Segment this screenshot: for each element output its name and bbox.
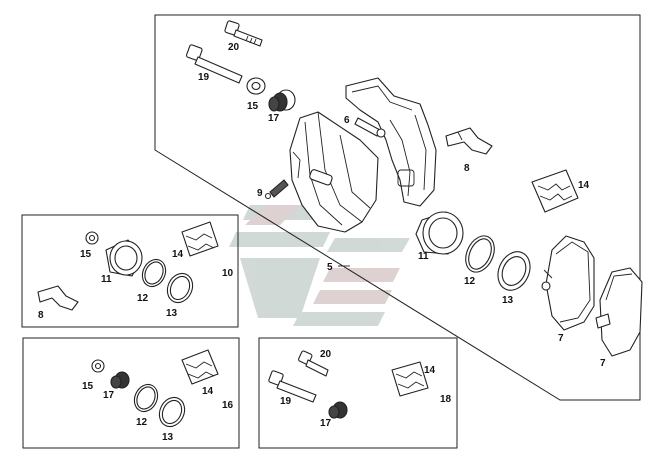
callout-14: 14 (424, 365, 436, 376)
seal-12-part (465, 235, 495, 273)
callout-15: 15 (80, 249, 92, 260)
callout-5: 5 (327, 262, 333, 273)
callout-13: 13 (166, 308, 178, 319)
callout-14: 14 (578, 180, 590, 191)
kit-box-18 (258, 337, 458, 449)
callout-11: 11 (418, 251, 429, 262)
callout-15: 15 (82, 381, 94, 392)
bolt-20-part (224, 20, 263, 47)
leader-lines (338, 265, 553, 279)
main-assembly-frame (154, 14, 641, 401)
kit16-washer-15-part (91, 359, 105, 373)
bolt-6-part (354, 117, 386, 138)
callout-13: 13 (162, 432, 174, 443)
callout-7: 7 (558, 333, 564, 344)
bleeder-9-part (264, 179, 289, 200)
callout-8: 8 (464, 163, 470, 174)
callout-18: 18 (440, 394, 452, 405)
kit16-boot-17-part (110, 371, 130, 389)
callout-11: 11 (101, 274, 112, 285)
kit16-dust-boot-13-part (158, 396, 186, 428)
callout-8: 8 (38, 310, 44, 321)
callout-19: 19 (280, 396, 292, 407)
callout-12: 12 (464, 276, 476, 287)
kit-box-10 (21, 214, 239, 328)
kit16-seal-12-part (133, 383, 159, 413)
callout-12: 12 (136, 417, 148, 428)
kit18-boot-17-part (328, 401, 348, 419)
callout-13: 13 (502, 295, 514, 306)
callout-9: 9 (257, 188, 263, 199)
brake-pad-inner-7-part (541, 235, 595, 331)
kit16-pad-shim-14-part (181, 349, 219, 385)
callout-14: 14 (172, 249, 184, 260)
callout-20: 20 (320, 349, 332, 360)
dust-boot-13-part (497, 251, 531, 291)
callout-20: 20 (228, 42, 240, 53)
kit18-bolt-19-part (268, 370, 317, 403)
callout-14: 14 (202, 386, 214, 397)
callout-17: 17 (268, 113, 280, 124)
pad-shim-14-part (531, 169, 579, 213)
caliper-housing-part (289, 111, 379, 233)
washer-15-part (246, 77, 266, 95)
callout-6: 6 (344, 115, 350, 126)
kit18-pad-shim-14-part (391, 361, 429, 397)
callout-16: 16 (222, 400, 234, 411)
watermark-logo (229, 205, 410, 326)
callout-17: 17 (320, 418, 332, 429)
kit18-bolt-20-part (298, 350, 329, 377)
kit10-washer-15-part (85, 231, 99, 245)
kit10-spring-clip-8-part (37, 285, 79, 311)
callout-7: 7 (600, 358, 606, 369)
kit10-seal-12-part (141, 258, 167, 288)
callout-17: 17 (103, 390, 115, 401)
piston-11-part (415, 211, 464, 255)
spring-clip-8-part (445, 127, 493, 155)
callout-10: 10 (222, 268, 234, 279)
callout-12: 12 (137, 293, 149, 304)
callout-15: 15 (247, 101, 259, 112)
kit10-piston-11-part (105, 239, 143, 277)
kit10-dust-boot-13-part (166, 272, 194, 304)
kit-box-16 (22, 337, 240, 449)
brake-pad-outer-7-part (595, 267, 643, 357)
callout-labels: 20 19 15 17 6 8 9 14 5 11 12 13 7 7 15 1… (38, 42, 606, 443)
kit10-pad-shim-14-part (181, 221, 219, 257)
caliper-bracket-part (345, 77, 437, 207)
callout-19: 19 (198, 72, 210, 83)
boot-17-part (268, 89, 296, 112)
bolt-19-part (185, 44, 243, 84)
